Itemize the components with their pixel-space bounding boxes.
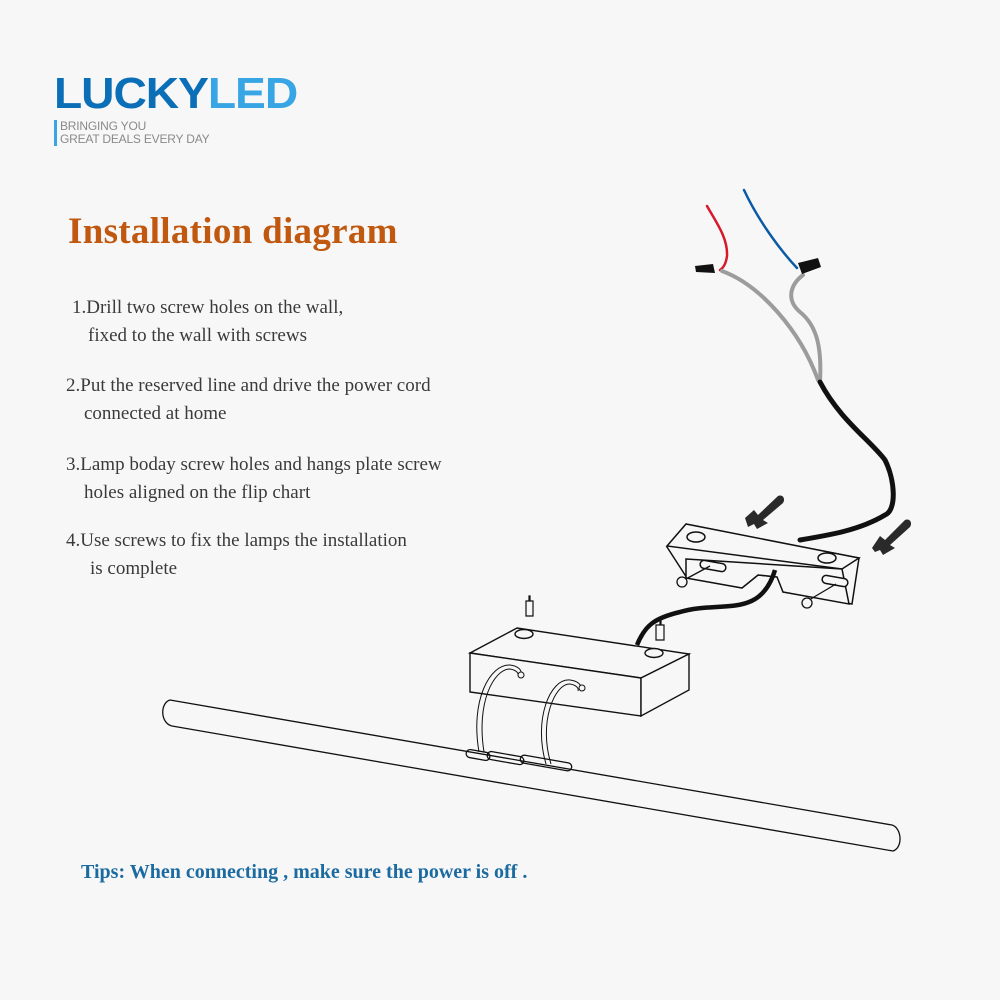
step-4-line-2: is complete <box>90 558 178 579</box>
power-cord <box>797 379 896 543</box>
page-title: Installation diagram <box>68 211 398 252</box>
step-2-line-2: connected at home <box>84 403 227 424</box>
logo-wordmark: LUCKYLED <box>54 69 298 118</box>
logo-tagline: BRINGING YOU GREAT DEALS EVERY DAY <box>54 119 210 146</box>
step-3: 3.Lamp boday screw holes and hangs plate… <box>66 451 442 507</box>
logo-led: LED <box>207 69 298 118</box>
step-4-line-1: 4.Use screws to fix the lamps the instal… <box>66 530 407 551</box>
up-arrow-icon <box>525 595 665 641</box>
wire-connectors <box>695 258 821 274</box>
step-2: 2.Put the reserved line and drive the po… <box>66 372 431 428</box>
brand-logo: LUCKYLED BRINGING YOU GREAT DEALS EVERY … <box>54 72 298 146</box>
wall-anchors <box>745 495 912 555</box>
tagline-line-2: GREAT DEALS EVERY DAY <box>60 132 210 146</box>
step-2-line-1: 2.Put the reserved line and drive the po… <box>66 375 431 396</box>
lamp-base-box <box>467 627 692 718</box>
lamp-cord <box>634 569 778 646</box>
step-1-line-1: 1.Drill two screw holes on the wall, <box>72 297 344 318</box>
mounting-screws <box>676 565 837 609</box>
wall-wires <box>705 188 823 384</box>
light-bar <box>162 699 901 852</box>
step-3-line-1: 3.Lamp boday screw holes and hangs plate… <box>66 454 442 475</box>
step-1-line-2: fixed to the wall with screws <box>88 325 307 346</box>
wall-bracket <box>665 523 861 605</box>
logo-lucky: LUCKY <box>54 69 209 118</box>
step-1: 1.Drill two screw holes on the wall, fix… <box>72 294 343 350</box>
lamp-arms <box>476 664 586 765</box>
tips-note: Tips: When connecting , make sure the po… <box>81 861 528 883</box>
step-4: 4.Use screws to fix the lamps the instal… <box>66 527 407 583</box>
tagline-line-1: BRINGING YOU <box>60 119 147 133</box>
step-3-line-2: holes aligned on the flip chart <box>84 482 311 503</box>
